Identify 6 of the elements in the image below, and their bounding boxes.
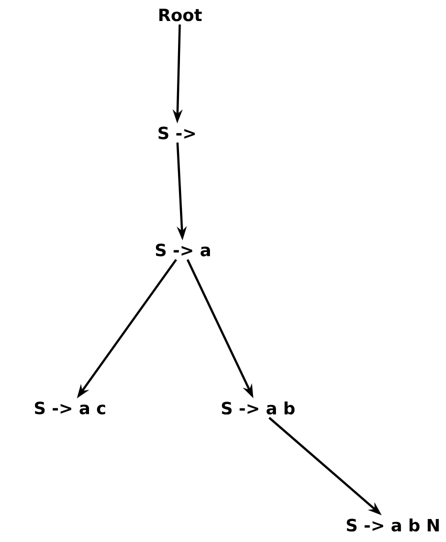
node-label: S -> a b — [222, 401, 295, 415]
node-label: S -> — [158, 126, 195, 140]
node-label: Root — [159, 8, 202, 22]
node-label: S -> a — [156, 244, 210, 256]
node-label: S -> a c — [34, 402, 106, 414]
node-label: S -> a b N — [346, 518, 439, 532]
